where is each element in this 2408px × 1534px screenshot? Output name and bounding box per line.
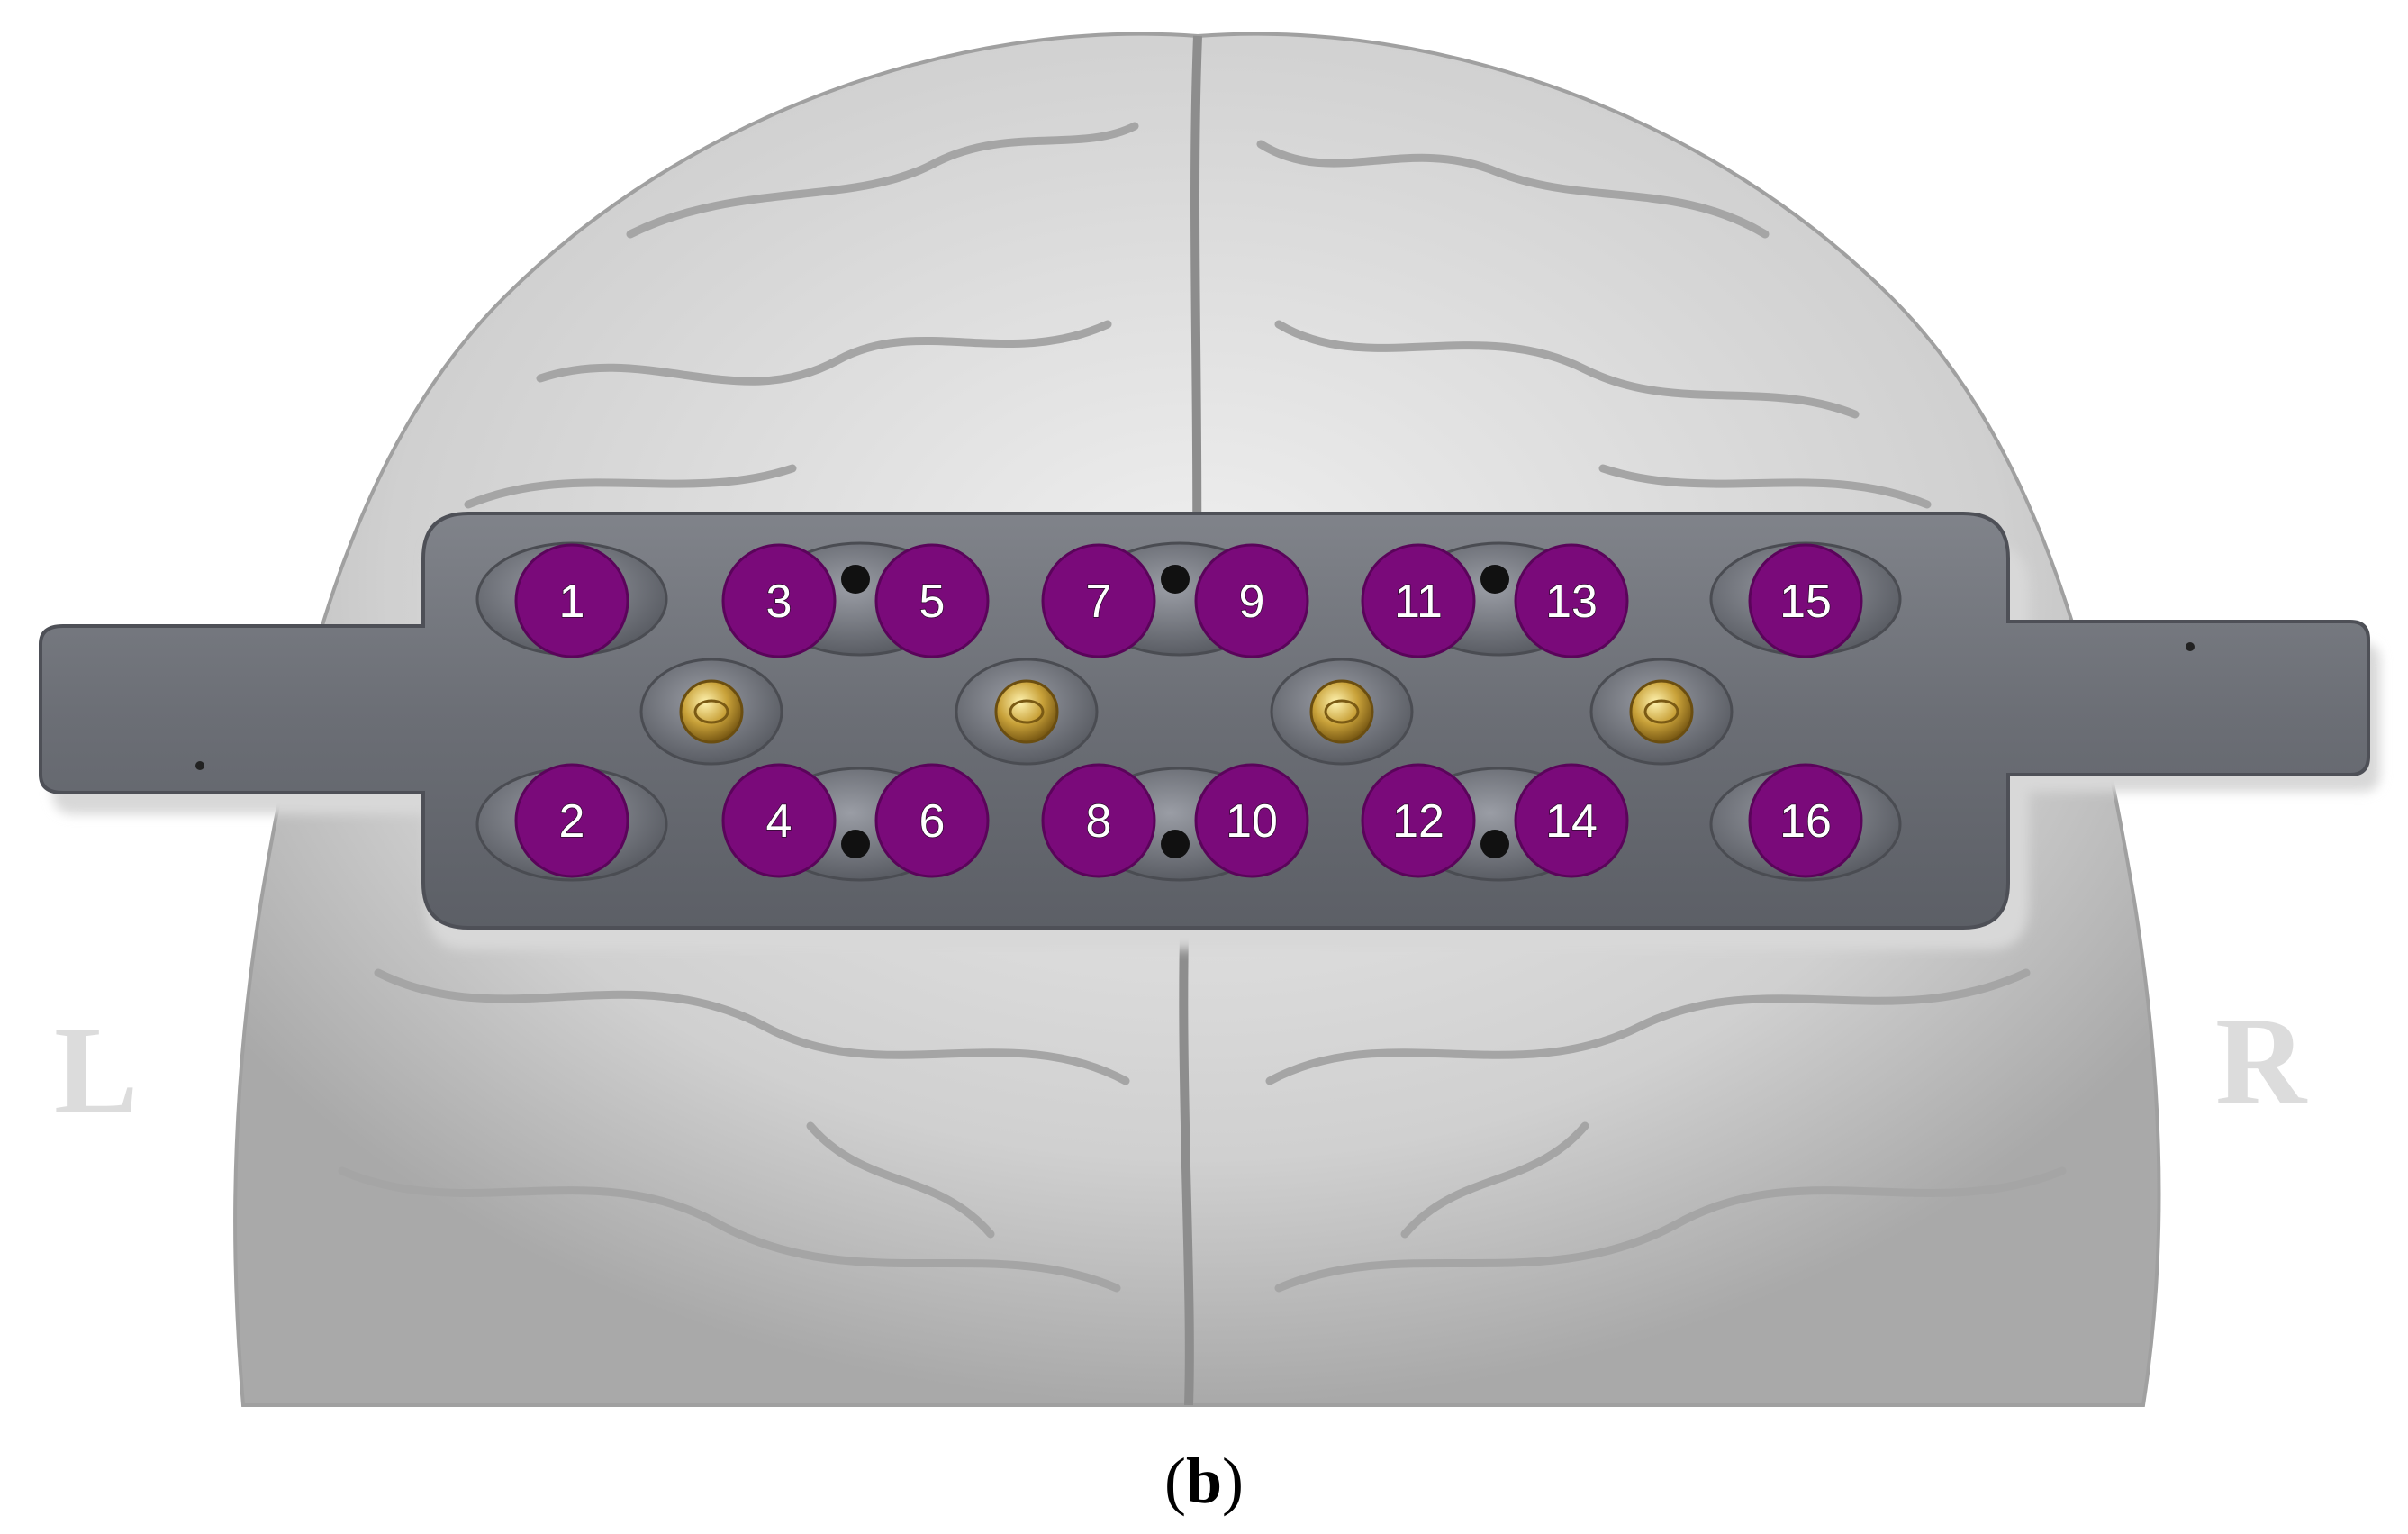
emitter-ring: [693, 699, 729, 724]
channel-circle: [1361, 763, 1476, 878]
channel-circle: [1194, 763, 1309, 878]
channel-number: 15: [1779, 576, 1832, 628]
channel-number: 14: [1545, 795, 1598, 848]
channel-marker-11: 11: [1361, 543, 1476, 658]
detector-hole: [841, 830, 870, 858]
channel-marker-5: 5: [874, 543, 990, 658]
channel-circle: [514, 763, 629, 878]
channel-marker-7: 7: [1041, 543, 1156, 658]
caption-close: ): [1222, 1445, 1244, 1517]
strap-hole-left: [195, 761, 204, 770]
channel-number: 5: [919, 576, 946, 628]
channel-number: 16: [1779, 795, 1832, 848]
channel-marker-2: 2: [514, 763, 629, 878]
channel-circle: [1748, 763, 1863, 878]
caption-open: (: [1164, 1445, 1186, 1517]
caption-letter: b: [1186, 1445, 1222, 1517]
detector-hole: [1161, 565, 1190, 594]
channel-circle: [874, 543, 990, 658]
channel-circle: [1514, 543, 1629, 658]
light-source-emitter: [994, 679, 1059, 744]
channel-number: 2: [559, 795, 585, 848]
channel-number: 4: [766, 795, 792, 848]
light-source-emitter: [1629, 679, 1694, 744]
channel-marker-15: 15: [1748, 543, 1863, 658]
detector-hole: [1480, 565, 1509, 594]
channel-marker-14: 14: [1514, 763, 1629, 878]
channel-circle: [1194, 543, 1309, 658]
detector-hole: [841, 565, 870, 594]
figure-caption: (b): [1164, 1445, 1244, 1517]
light-source-emitter: [679, 679, 744, 744]
channel-circle: [1514, 763, 1629, 878]
channel-number: 3: [766, 576, 792, 628]
channel-marker-1: 1: [514, 543, 629, 658]
detector-hole: [1161, 830, 1190, 858]
channel-circle: [1748, 543, 1863, 658]
channel-marker-4: 4: [721, 763, 837, 878]
channel-marker-3: 3: [721, 543, 837, 658]
channel-marker-16: 16: [1748, 763, 1863, 878]
channel-marker-8: 8: [1041, 763, 1156, 878]
channel-circle: [721, 543, 837, 658]
channel-circle: [874, 763, 990, 878]
channel-circle: [721, 763, 837, 878]
channel-number: 1: [559, 576, 585, 628]
channel-number: 13: [1545, 576, 1598, 628]
channel-circle: [514, 543, 629, 658]
channel-number: 12: [1392, 795, 1444, 848]
light-source-emitter: [1309, 679, 1374, 744]
strap-hole-right: [2186, 642, 2195, 651]
right-side-label: R: [2215, 992, 2308, 1131]
detector-hole: [1480, 830, 1509, 858]
channel-number: 10: [1226, 795, 1278, 848]
emitter-ring: [1009, 699, 1045, 724]
channel-number: 7: [1086, 576, 1112, 628]
channel-circle: [1361, 543, 1476, 658]
channel-marker-9: 9: [1194, 543, 1309, 658]
left-side-label: L: [54, 1001, 138, 1140]
channel-circle: [1041, 763, 1156, 878]
channel-number: 9: [1239, 576, 1265, 628]
channel-marker-13: 13: [1514, 543, 1629, 658]
emitter-ring: [1324, 699, 1360, 724]
channel-number: 6: [919, 795, 946, 848]
channel-marker-10: 10: [1194, 763, 1309, 878]
channel-number: 11: [1394, 576, 1443, 628]
channel-marker-12: 12: [1361, 763, 1476, 878]
emitter-ring: [1643, 699, 1679, 724]
channel-marker-6: 6: [874, 763, 990, 878]
channel-number: 8: [1086, 795, 1112, 848]
channel-circle: [1041, 543, 1156, 658]
